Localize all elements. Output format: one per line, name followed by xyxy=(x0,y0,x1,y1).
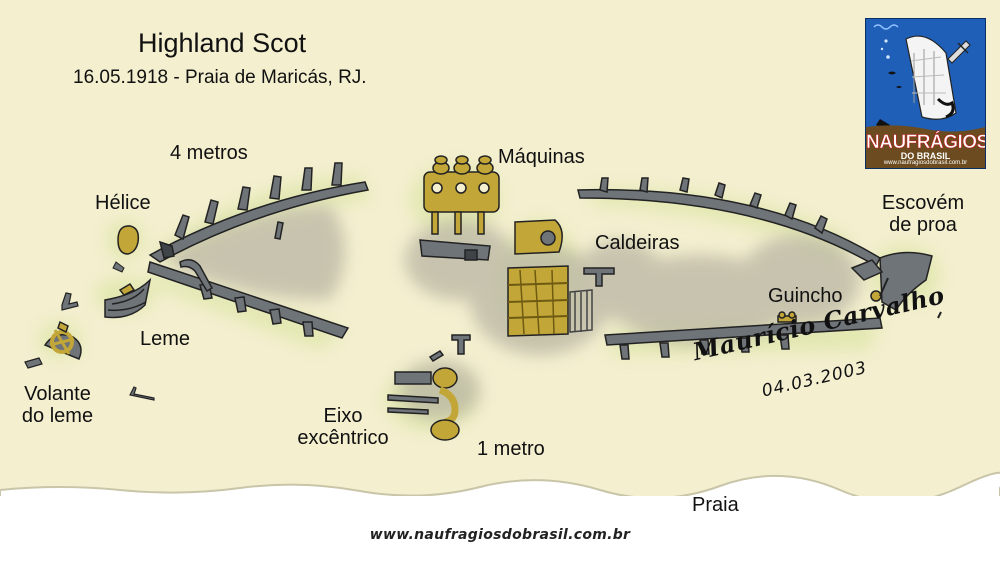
label-rudder: Leme xyxy=(140,328,191,350)
label-boilers: Caldeiras xyxy=(595,232,680,254)
boilers xyxy=(507,219,615,337)
naufragios-logo[interactable]: NAUFRÁGIOS DO BRASIL www.naufragiosdobra… xyxy=(865,18,986,169)
label-propeller: Hélice xyxy=(95,192,151,214)
engines xyxy=(419,155,500,261)
label-depth-deep: 4 metros xyxy=(170,142,248,164)
page-title: Highland Scot xyxy=(138,28,307,58)
rudder xyxy=(104,277,152,319)
label-helm: Volante do leme xyxy=(10,383,105,427)
logo-subtitle: DO BRASIL xyxy=(900,151,951,161)
label-winch: Guincho xyxy=(768,285,843,307)
page-subtitle: 16.05.1918 - Praia de Maricás, RJ. xyxy=(73,67,367,88)
label-shaft-line1: Eixo xyxy=(323,405,363,427)
label-depth-shallow: 1 metro xyxy=(477,438,545,460)
label-engines: Máquinas xyxy=(498,146,585,168)
label-hawse: Escovém de proa xyxy=(868,192,978,236)
sinking-ship-icon xyxy=(866,19,985,168)
stern-hull xyxy=(147,162,370,339)
footer-url[interactable]: www.naufragiosdobrasil.com.br xyxy=(369,527,631,543)
propeller xyxy=(117,225,140,255)
label-hawse-line1: Escovém xyxy=(881,192,965,214)
bow-hull xyxy=(577,177,942,360)
label-beach: Praia xyxy=(692,494,739,516)
steering-wheel xyxy=(43,320,82,360)
eccentric-shaft xyxy=(387,334,471,441)
shoreline xyxy=(0,471,1000,500)
label-helm-line1: Volante xyxy=(24,383,91,405)
wreck-site-drawing xyxy=(0,0,1000,500)
small-debris xyxy=(24,292,155,401)
label-shaft: Eixo excêntrico xyxy=(283,405,403,449)
label-hawse-line2: de proa xyxy=(889,214,957,236)
logo-title: NAUFRÁGIOS xyxy=(866,132,986,153)
logo-url: www.naufragiosdobrasil.com.br xyxy=(883,160,968,166)
label-shaft-line2: excêntrico xyxy=(297,427,389,449)
label-helm-line2: do leme xyxy=(21,405,94,427)
